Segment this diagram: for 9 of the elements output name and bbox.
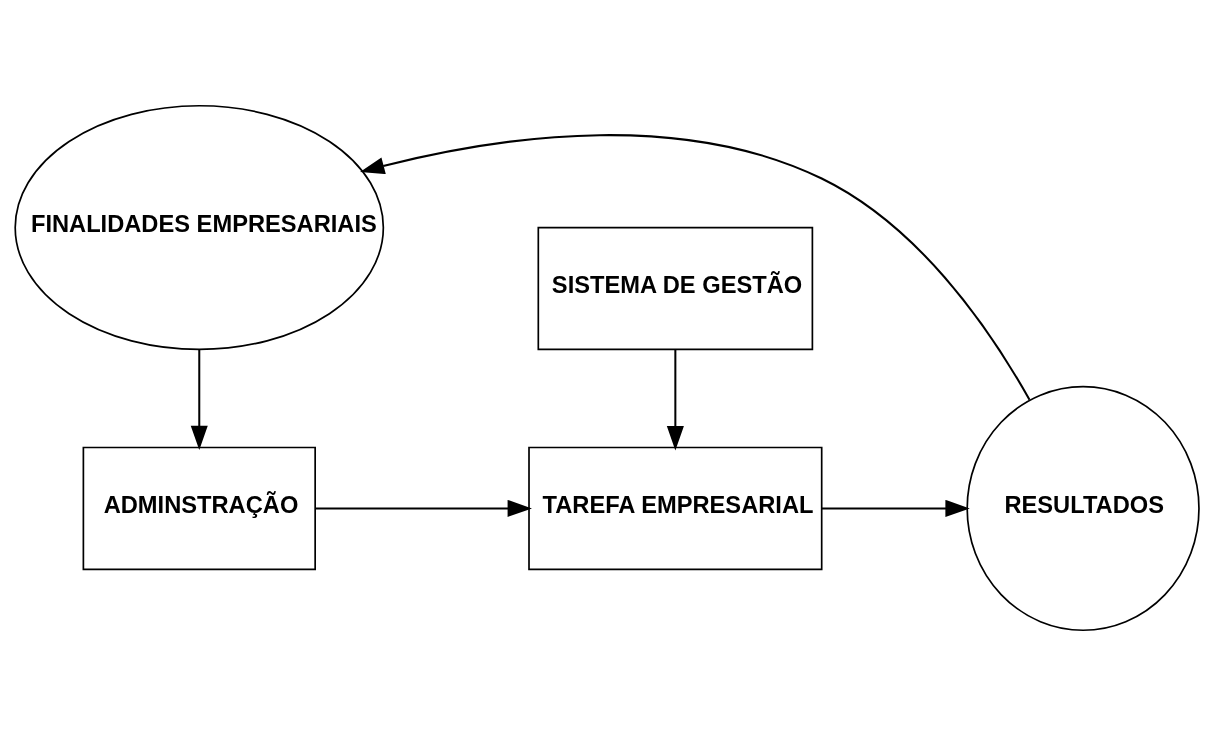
node-box: TAREFA EMPRESARIAL [528, 446, 823, 571]
node-circle: RESULTADOS [966, 385, 1200, 632]
arrow [666, 349, 684, 451]
node-box: ADMINSTRAÇÃO [82, 446, 316, 571]
arrow [190, 349, 208, 451]
node-box: SISTEMA DE GESTÃO [537, 226, 814, 351]
arrow [315, 499, 532, 517]
arrow [360, 134, 1031, 401]
arrow [821, 499, 970, 517]
